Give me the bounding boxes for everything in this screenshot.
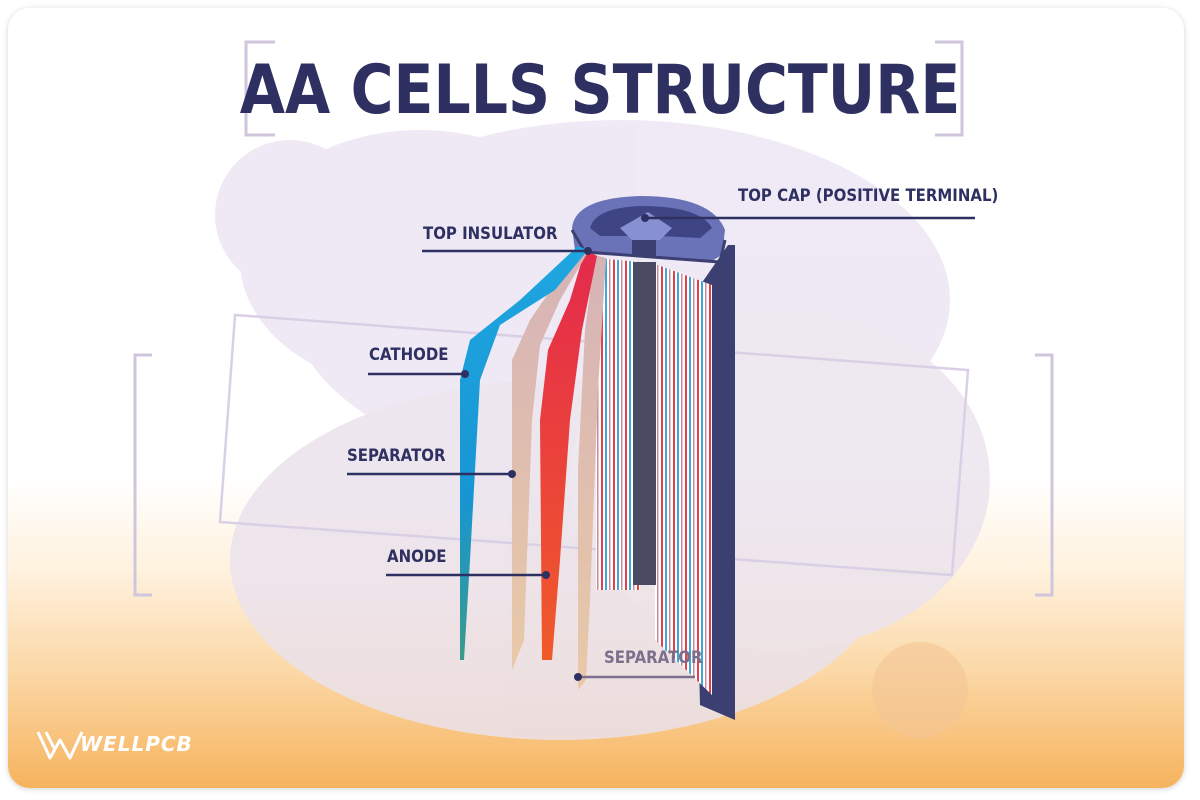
label-cathode: CATHODE	[369, 345, 449, 365]
wound-electrode-layers-right	[655, 264, 712, 695]
separator-inner	[578, 255, 606, 690]
label-top-cap: TOP CAP (POSITIVE TERMINAL)	[738, 186, 999, 206]
aa-cell-cutaway	[460, 196, 735, 720]
wound-electrode-layers-left	[596, 258, 640, 590]
current-collector-rod	[633, 262, 656, 585]
anode-layer	[540, 250, 597, 660]
separator-outer	[512, 250, 588, 670]
label-separator-inner: SEPARATOR	[604, 648, 703, 668]
leader-lines	[347, 216, 975, 679]
wellpcb-logo-text: WELLPCB	[80, 732, 193, 756]
label-anode: ANODE	[387, 547, 447, 567]
decorative-frames	[133, 40, 1054, 597]
label-separator-outer: SEPARATOR	[347, 446, 446, 466]
leader-dots	[461, 214, 649, 681]
label-top-insulator: TOP INSULATOR	[423, 224, 558, 244]
wellpcb-logo-icon	[36, 731, 84, 760]
page-title: AA CELLS STRUCTURE	[239, 51, 961, 130]
